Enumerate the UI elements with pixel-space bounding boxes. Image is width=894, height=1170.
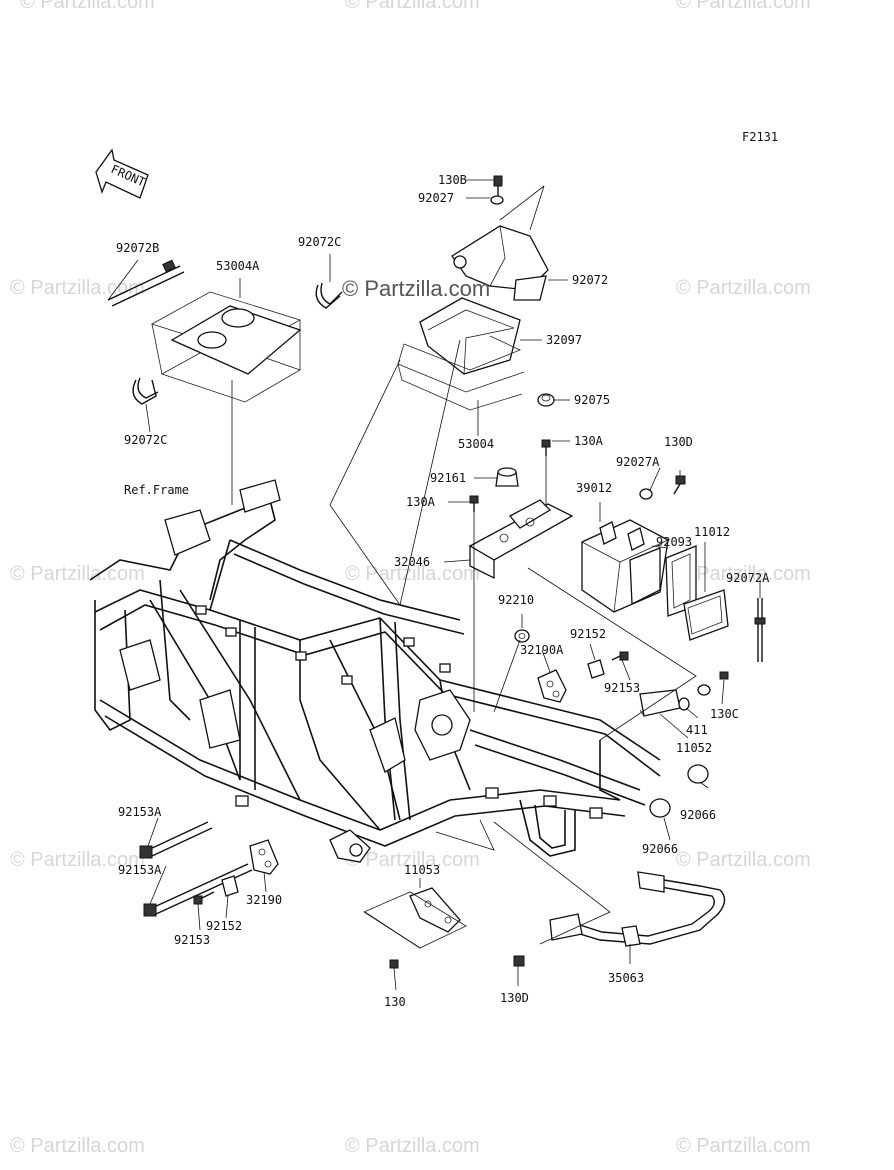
front-arrow-icon: FRONT — [95, 148, 149, 199]
leader-lines — [107, 179, 761, 991]
label-92152-top[interactable]: 92152 — [570, 627, 606, 641]
label-92153A-top[interactable]: 92153A — [118, 805, 162, 819]
label-92161[interactable]: 92161 — [430, 471, 466, 485]
label-92072C-top[interactable]: 92072C — [298, 235, 341, 249]
label-92027[interactable]: 92027 — [418, 191, 454, 205]
ref-frame-label: Ref.Frame — [124, 483, 189, 497]
watermark: © Partzilla.com — [676, 0, 811, 13]
label-11053[interactable]: 11053 — [404, 863, 440, 877]
label-92072A[interactable]: 92072A — [726, 571, 770, 585]
label-53004A[interactable]: 53004A — [216, 259, 260, 273]
watermark: © Partzilla.com — [345, 0, 480, 13]
label-92072C-bottom[interactable]: 92072C — [124, 433, 167, 447]
clamp-92072C-bottom[interactable] — [132, 377, 159, 405]
label-411[interactable]: 411 — [686, 723, 708, 737]
bolt-92153-bottom[interactable] — [193, 891, 215, 905]
label-92093[interactable]: 92093 — [656, 535, 692, 549]
watermark: © Partzilla.com — [345, 849, 480, 871]
label-130B[interactable]: 130B — [438, 173, 467, 187]
watermarks: © Partzilla.com © Partzilla.com © Partzi… — [10, 0, 811, 1157]
tray-32097[interactable] — [419, 297, 521, 375]
grommet-92161[interactable] — [495, 467, 519, 487]
watermark: © Partzilla.com — [676, 1135, 811, 1157]
label-11052[interactable]: 11052 — [676, 741, 712, 755]
label-35063[interactable]: 35063 — [608, 971, 644, 985]
label-92072B[interactable]: 92072B — [116, 241, 159, 255]
label-92152-bottom[interactable]: 92152 — [206, 919, 242, 933]
bracket-11052[interactable] — [639, 689, 681, 717]
bolt-92153-top[interactable] — [611, 651, 629, 661]
part-labels: Ref.Frame 130B 92027 92072 32097 92075 5… — [116, 173, 770, 1009]
bracket-32190[interactable] — [249, 839, 279, 875]
label-32190A[interactable]: 32190A — [520, 643, 564, 657]
watermark: © Partzilla.com — [345, 1135, 480, 1157]
label-92153A-bottom[interactable]: 92153A — [118, 863, 162, 877]
bolt-130D-top[interactable] — [673, 475, 686, 495]
label-92072[interactable]: 92072 — [572, 273, 608, 287]
pad-53004[interactable] — [397, 335, 525, 411]
bolt-130[interactable] — [389, 959, 399, 969]
watermark: © Partzilla.com — [676, 849, 811, 871]
watermark: © Partzilla.com — [20, 0, 155, 13]
clamp-92072C-top[interactable] — [315, 282, 343, 309]
label-11012[interactable]: 11012 — [694, 525, 730, 539]
strap-92072A[interactable] — [754, 598, 766, 662]
label-130A-mid[interactable]: 130A — [406, 495, 436, 509]
label-32097[interactable]: 32097 — [546, 333, 582, 347]
watermark: © Partzilla.com — [345, 563, 480, 585]
label-39012[interactable]: 39012 — [576, 481, 612, 495]
bolt-130B[interactable] — [493, 175, 503, 196]
main-frame-drawing — [89, 479, 661, 863]
label-32190[interactable]: 32190 — [246, 893, 282, 907]
label-32046[interactable]: 32046 — [394, 555, 430, 569]
label-130D-top[interactable]: 130D — [664, 435, 693, 449]
nut-92210[interactable] — [514, 629, 530, 643]
label-130D-bottom[interactable]: 130D — [500, 991, 529, 1005]
plate-11053[interactable] — [363, 887, 467, 949]
bracket-32046[interactable] — [468, 499, 574, 580]
watermark: © Partzilla.com — [10, 563, 145, 585]
watermark: © Partzilla.com — [10, 849, 145, 871]
watermark: © Partzilla.com — [676, 563, 811, 585]
bolt-92153A-bottom[interactable] — [143, 863, 253, 917]
cover-92072[interactable] — [451, 225, 549, 301]
strap-92072B[interactable] — [107, 259, 185, 307]
cap-92066-bottom[interactable] — [649, 798, 671, 818]
grommet-92075[interactable] — [537, 393, 555, 407]
label-130C[interactable]: 130C — [710, 707, 739, 721]
box-39012[interactable] — [581, 519, 669, 613]
label-92153-top[interactable]: 92153 — [604, 681, 640, 695]
collar-92152-top[interactable] — [587, 659, 605, 679]
bolt-130C[interactable] — [697, 671, 729, 696]
label-92066-top[interactable]: 92066 — [680, 808, 716, 822]
watermark: © Partzilla.com — [676, 277, 811, 299]
bumper-35063[interactable] — [549, 871, 726, 947]
label-92066-bottom[interactable]: 92066 — [642, 842, 678, 856]
bolt-92153A-top[interactable] — [139, 821, 213, 859]
watermark: © Partzilla.com — [10, 277, 145, 299]
pad-53004A[interactable] — [150, 291, 302, 403]
collar-92152-bottom[interactable] — [221, 875, 239, 897]
label-92210[interactable]: 92210 — [498, 593, 534, 607]
label-130[interactable]: 130 — [384, 995, 406, 1009]
label-53004[interactable]: 53004 — [458, 437, 494, 451]
watermark: © Partzilla.com — [342, 276, 490, 301]
washer-92027A[interactable] — [639, 488, 653, 500]
cap-11012[interactable] — [683, 589, 729, 641]
bolt-130A-mid[interactable] — [469, 495, 479, 512]
watermark: © Partzilla.com — [10, 1135, 145, 1157]
bracket-32190A[interactable] — [537, 669, 567, 703]
label-92027A[interactable]: 92027A — [616, 455, 660, 469]
washer-92027[interactable] — [490, 195, 504, 205]
label-92075[interactable]: 92075 — [574, 393, 610, 407]
cap-92066-top[interactable] — [687, 764, 709, 784]
bolt-130D-bottom[interactable] — [513, 955, 525, 967]
diagram-code: F2131 — [742, 130, 778, 144]
bolt-130A-top[interactable] — [541, 439, 551, 456]
bushing-411[interactable] — [678, 697, 690, 711]
label-130A-top[interactable]: 130A — [574, 434, 604, 448]
label-92153-bottom[interactable]: 92153 — [174, 933, 210, 947]
